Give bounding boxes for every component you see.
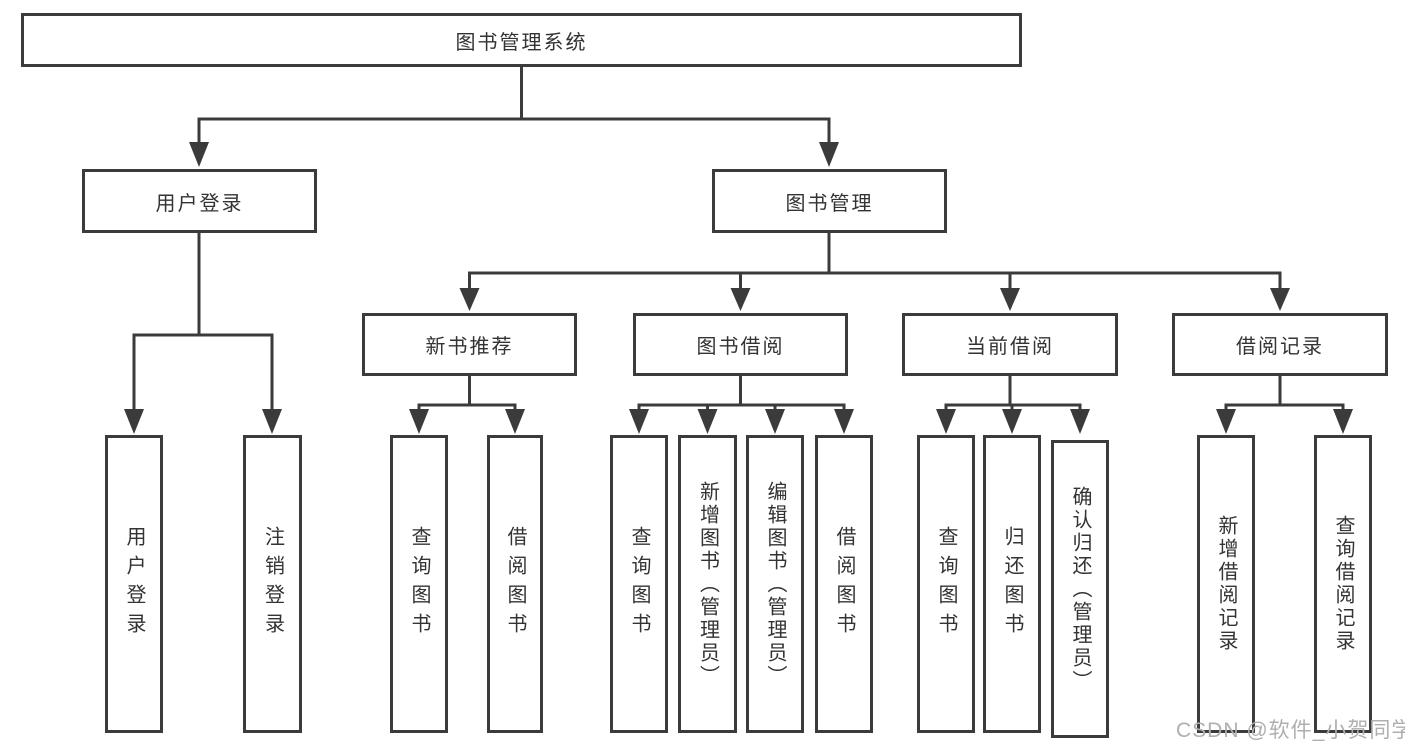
leaf-user-login: 用户登录 <box>105 435 163 733</box>
node-book-management: 图书管理 <box>712 169 947 233</box>
node-borrowing-records: 借阅记录 <box>1172 313 1388 376</box>
leaf-borrow-books-borrowing: 借阅图书 <box>815 435 873 733</box>
leaf-borrow-books-recommend: 借阅图书 <box>487 435 543 733</box>
leaf-return-books: 归还图书 <box>983 435 1041 733</box>
leaf-query-books-recommend: 查询图书 <box>390 435 448 733</box>
leaf-add-books-admin: 新增图书（管理员） <box>678 435 737 733</box>
node-user-login: 用户登录 <box>82 169 317 233</box>
leaf-query-borrowing-record: 查询借阅记录 <box>1314 435 1372 733</box>
node-library-management-system: 图书管理系统 <box>21 13 1022 67</box>
csdn-watermark: CSDN @软件_小贺同学 <box>1176 719 1405 742</box>
node-new-book-recommendation: 新书推荐 <box>362 313 577 376</box>
leaf-logout: 注销登录 <box>243 435 302 733</box>
leaf-query-books-current: 查询图书 <box>917 435 975 733</box>
node-book-borrowing: 图书借阅 <box>633 313 848 376</box>
node-current-borrowing: 当前借阅 <box>902 313 1118 376</box>
leaf-edit-books-admin: 编辑图书（管理员） <box>746 435 804 733</box>
leaf-add-borrowing-record: 新增借阅记录 <box>1197 435 1255 733</box>
leaf-query-books-borrowing: 查询图书 <box>610 435 668 733</box>
leaf-confirm-return-admin: 确认归还（管理员） <box>1051 440 1109 738</box>
